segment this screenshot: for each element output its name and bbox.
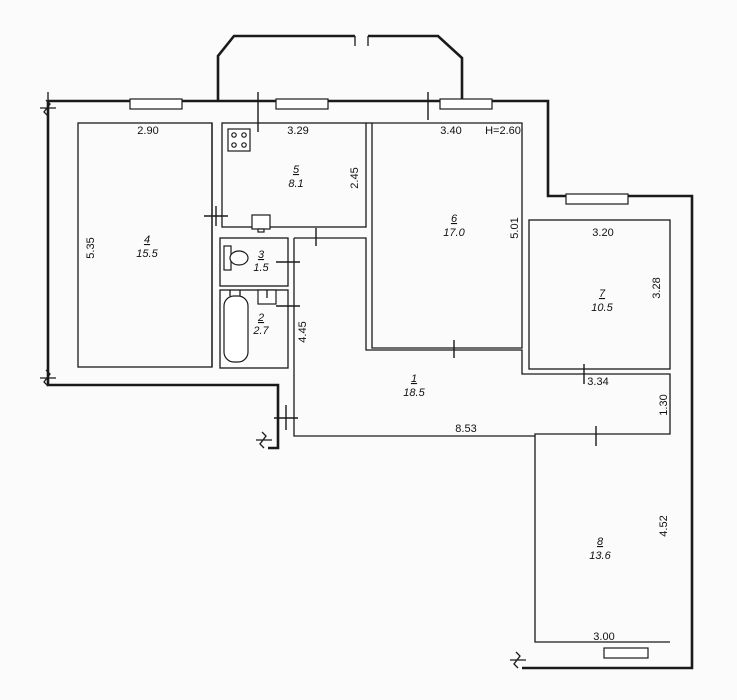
room-area: 17.0 <box>443 227 465 239</box>
window <box>275 98 329 110</box>
ceiling-height: H=2.60 <box>485 125 521 137</box>
room-area: 15.5 <box>136 248 158 260</box>
dimension-room8-width: 3.00 <box>593 631 614 643</box>
room-area: 18.5 <box>403 387 425 399</box>
interior-walls <box>77 122 671 643</box>
room-area: 8.1 <box>288 178 303 190</box>
room-number: 8 <box>597 536 604 548</box>
window <box>565 193 629 205</box>
break-marks <box>40 99 526 669</box>
room-number: 7 <box>599 288 606 300</box>
room-3-label: 3 1.5 <box>253 249 269 274</box>
dimension-corridor-width: 8.53 <box>455 423 476 435</box>
room-2-label: 2 2.7 <box>252 312 269 337</box>
window <box>439 98 493 110</box>
dimension-room7-width: 3.20 <box>592 227 613 239</box>
window <box>129 98 183 110</box>
room-7-label: 7 10.5 <box>591 288 613 314</box>
dimension-room6-width: 3.40 <box>440 125 461 137</box>
dimension-room2-height: 4.45 <box>297 321 309 342</box>
room-labels: 4 15.5 5 8.1 3 1.5 2 2.7 6 17.0 7 10.5 1… <box>136 164 613 562</box>
fixtures <box>223 128 277 363</box>
dimension-corridor-height: 1.30 <box>658 394 670 415</box>
window <box>603 647 649 659</box>
room-area: 13.6 <box>589 550 611 562</box>
dimension-labels: 2.90 5.35 3.29 2.45 3.40 H=2.60 5.01 3.2… <box>85 125 670 643</box>
washbasin-icon <box>257 289 277 305</box>
room-number: 5 <box>293 164 300 176</box>
dimension-room7-height: 3.28 <box>651 277 663 298</box>
dimension-room4-height: 5.35 <box>85 237 97 258</box>
room-number: 3 <box>258 249 265 261</box>
windows <box>129 98 649 659</box>
toilet-icon <box>223 245 249 271</box>
bathtub-icon <box>223 290 249 363</box>
room-8-label: 8 13.6 <box>589 536 611 562</box>
room-1-label: 1 18.5 <box>403 373 425 399</box>
room-number: 6 <box>451 213 458 225</box>
dimension-room7-bottom: 3.34 <box>587 376 608 388</box>
doors <box>204 92 597 446</box>
dimension-room5-width: 3.29 <box>287 125 308 137</box>
stove-icon <box>227 128 251 152</box>
sink-icon <box>251 214 271 233</box>
room-area: 1.5 <box>253 262 269 274</box>
dimension-room5-height: 2.45 <box>349 167 361 188</box>
room-area: 2.7 <box>252 325 269 337</box>
room-area: 10.5 <box>591 302 613 314</box>
room-4-label: 4 15.5 <box>136 234 158 260</box>
room-number: 2 <box>257 312 264 324</box>
dimension-room4-width: 2.90 <box>137 125 158 137</box>
room-number: 1 <box>411 373 417 385</box>
room-number: 4 <box>144 234 150 246</box>
dimension-room6-height: 5.01 <box>509 217 521 238</box>
room-6-label: 6 17.0 <box>443 213 465 239</box>
dimension-room8-height: 4.52 <box>658 515 670 536</box>
room-5-label: 5 8.1 <box>288 164 303 190</box>
